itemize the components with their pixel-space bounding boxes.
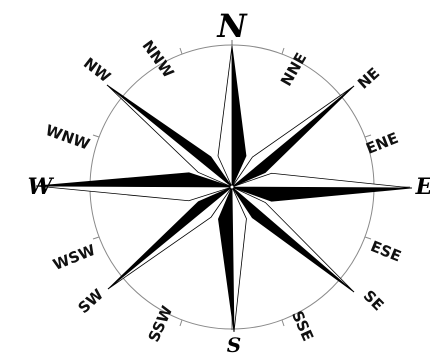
point-ne-light-half: [232, 86, 354, 187]
label-w: W: [28, 174, 55, 200]
point-n-light-half: [218, 46, 232, 187]
label-wnw: WNW: [43, 121, 92, 154]
label-s: S: [227, 333, 241, 355]
label-ssw: SSW: [145, 303, 177, 345]
point-se-light-half: [232, 187, 354, 292]
label-sse: SSE: [288, 308, 317, 344]
point-sw-light-half: [108, 187, 232, 289]
point-w-dark-half: [36, 173, 232, 187]
label-wsw: WSW: [50, 241, 98, 274]
label-n: N: [216, 7, 248, 45]
label-se: SE: [360, 287, 388, 315]
label-ese: ESE: [368, 237, 404, 265]
point-s-dark-half: [218, 187, 234, 332]
point-nw-light-half: [107, 85, 232, 187]
point-w-light-half: [36, 186, 232, 201]
label-e: E: [415, 174, 430, 200]
label-nne: NNE: [277, 50, 310, 90]
label-ene: ENE: [363, 129, 400, 158]
label-ne: NE: [354, 64, 383, 93]
label-sw: SW: [74, 285, 107, 317]
point-e-dark-half: [232, 187, 412, 201]
center-pivot: [230, 185, 234, 189]
point-n-dark-half: [232, 46, 246, 187]
point-s-light-half: [232, 187, 246, 332]
label-nw: NW: [80, 54, 114, 86]
